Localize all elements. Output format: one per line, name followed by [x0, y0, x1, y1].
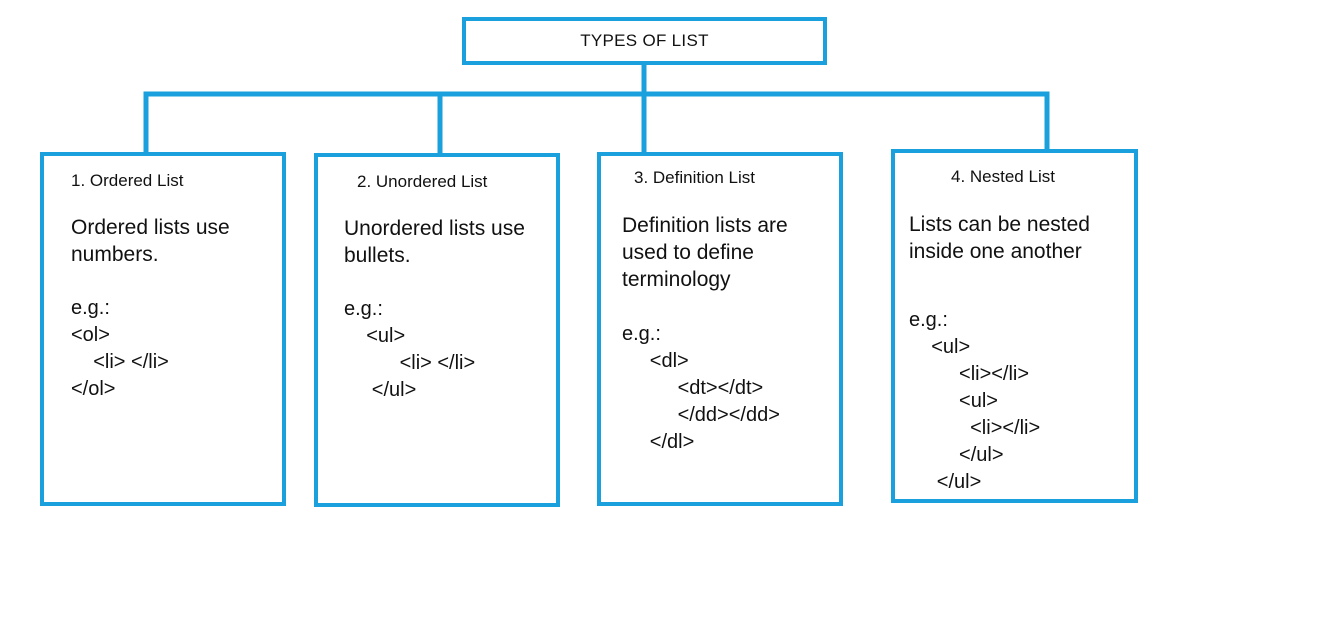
example-label: e.g.:: [622, 323, 661, 345]
card-example: e.g.: <ul> <li> </li> </ul>: [344, 298, 476, 401]
example-label: e.g.:: [344, 298, 383, 320]
card-title: 1. Ordered List: [71, 171, 184, 190]
example-label: e.g.:: [909, 309, 948, 331]
card-title: 2. Unordered List: [357, 172, 488, 191]
card-title: 4. Nested List: [951, 167, 1055, 186]
root-title: TYPES OF LIST: [580, 31, 709, 50]
card-example: e.g.:<ol> <li> </li></ol>: [71, 297, 169, 400]
example-label: e.g.:: [71, 297, 110, 319]
root-node: TYPES OF LIST: [462, 17, 827, 65]
card-title: 3. Definition List: [634, 168, 755, 187]
card-example: e.g.: <dl> <dt></dt> </dd></dd> </dl>: [622, 323, 780, 453]
card-example: e.g.: <ul> <li></li> <ul> <li></li> </ul…: [909, 309, 1041, 493]
